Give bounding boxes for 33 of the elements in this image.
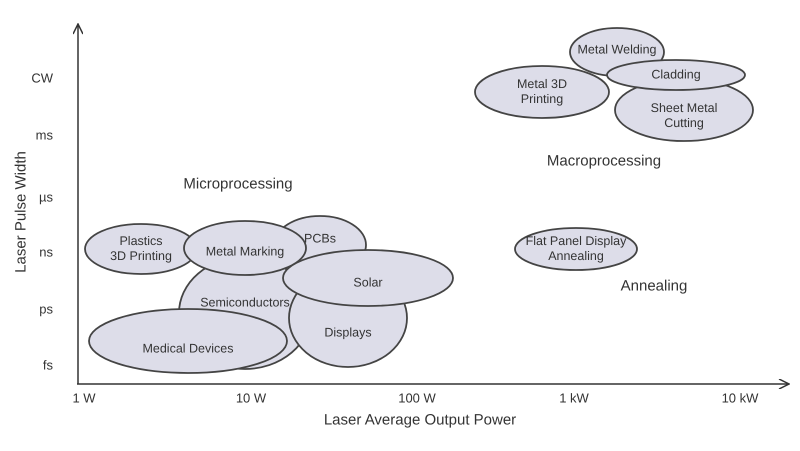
application-label: Solar (352, 276, 384, 290)
application-label: Metal Welding (576, 42, 658, 58)
y-tick-label: ms (36, 128, 53, 142)
application-label: Sheet Metal Cutting (650, 101, 718, 131)
application-bubble (606, 59, 746, 91)
application-bubble (183, 220, 307, 276)
y-tick-label: fs (42, 358, 53, 372)
x-tick-label: 10 kW (722, 390, 758, 406)
application-label: Cladding (650, 68, 702, 82)
application-label: Plastics 3D Printing (110, 234, 172, 264)
y-axis-title: Laser Pulse Width (12, 151, 30, 273)
application-label: Metal Marking (204, 244, 286, 260)
region-label: Annealing (620, 278, 688, 294)
y-tick-label: ps (39, 302, 53, 316)
x-axis-title: Laser Average Output Power (324, 412, 516, 428)
application-label: Flat Panel Display Annealing (524, 234, 628, 264)
x-tick-label: 1 kW (559, 390, 589, 406)
x-tick-label: 1 W (72, 390, 96, 406)
x-tick-label: 10 W (236, 390, 266, 406)
y-tick-label: CW (31, 70, 53, 86)
y-tick-label: µs (39, 190, 53, 204)
application-label: Semiconductors (199, 296, 291, 310)
region-label: Macroprocessing (546, 152, 662, 170)
application-label: Metal 3D Printing (516, 77, 568, 107)
application-label: Displays (323, 326, 373, 340)
x-tick-label: 100 W (398, 390, 436, 406)
y-tick-label: ns (39, 244, 53, 260)
application-label: PCBs (303, 232, 337, 246)
region-label: Microprocessing (183, 176, 293, 192)
application-bubble (88, 308, 288, 374)
application-bubble (514, 227, 638, 271)
application-label: Medical Devices (141, 342, 234, 356)
application-bubble (474, 65, 610, 119)
